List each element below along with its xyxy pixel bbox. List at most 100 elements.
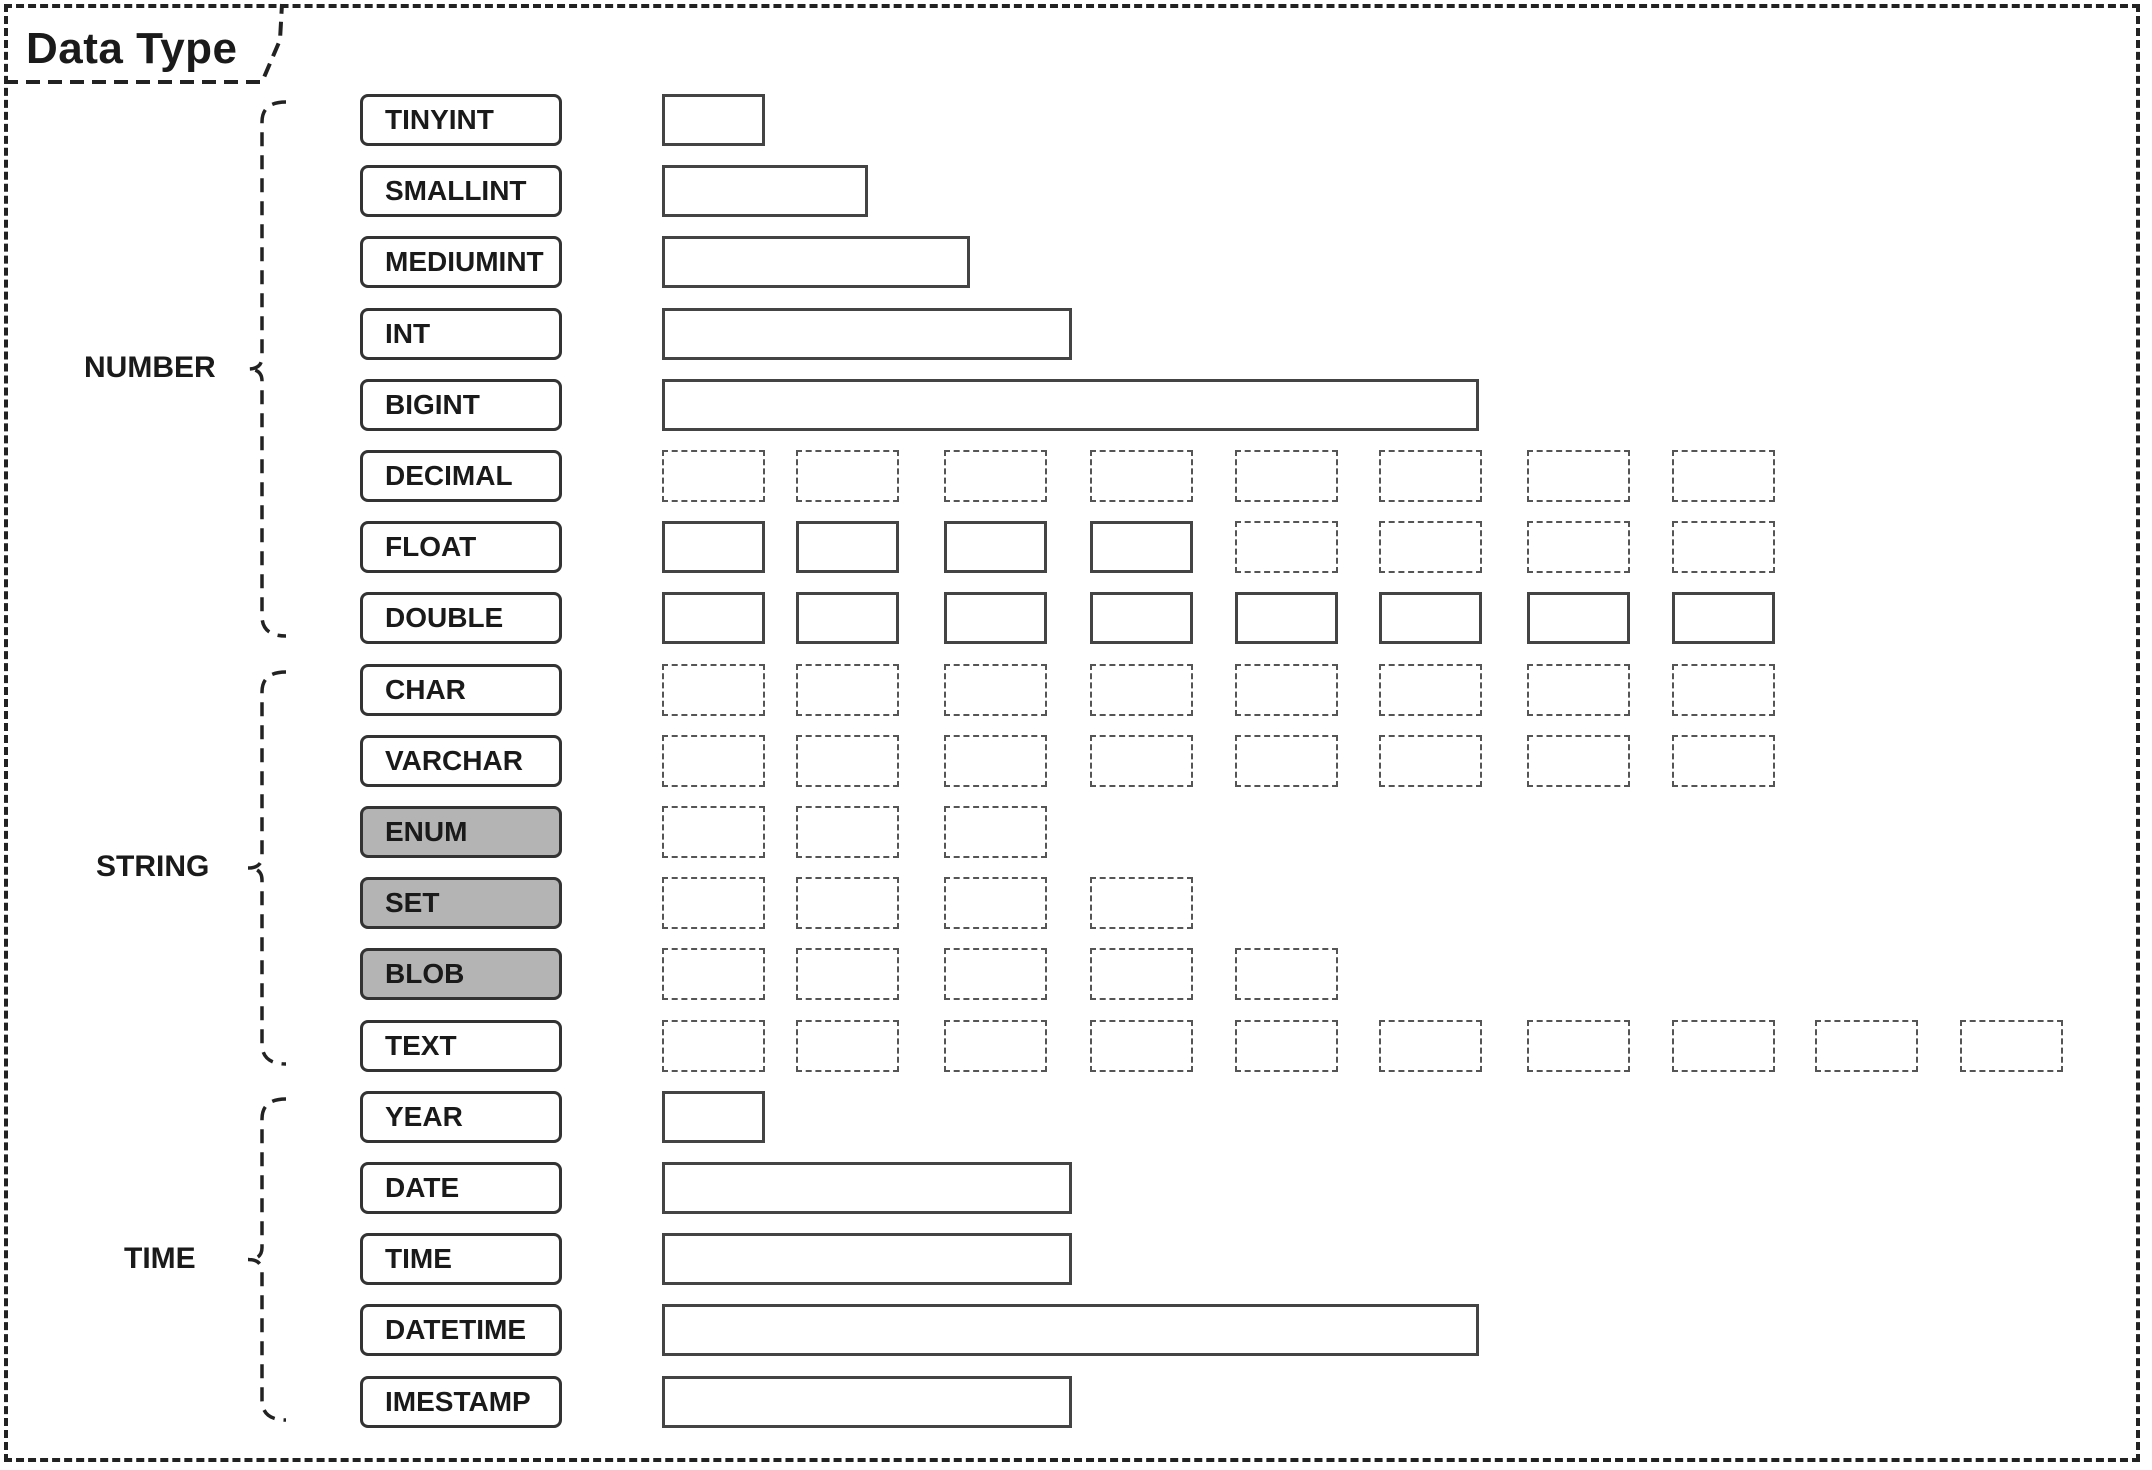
type-label-smallint: SMALLINT xyxy=(360,165,562,217)
size-bar-int xyxy=(662,308,1072,360)
dashed-cell-text xyxy=(1527,1020,1630,1072)
dashed-cell-text xyxy=(1960,1020,2063,1072)
group-label-time: TIME xyxy=(124,1241,196,1275)
diagram-title: Data Type xyxy=(26,24,238,73)
type-label-datetime: DATETIME xyxy=(360,1304,562,1356)
dashed-cell-text xyxy=(1090,1020,1193,1072)
type-label-date: DATE xyxy=(360,1162,562,1214)
brace-string xyxy=(247,670,287,1066)
solid-cell-double xyxy=(1379,592,1482,644)
dashed-cell-blob xyxy=(944,948,1047,1000)
dashed-cell-set xyxy=(1090,877,1193,929)
dashed-cell-decimal xyxy=(1672,450,1775,502)
dashed-cell-varchar xyxy=(1379,735,1482,787)
size-bar-datetime xyxy=(662,1304,1479,1356)
type-label-imestamp: IMESTAMP xyxy=(360,1376,562,1428)
dashed-cell-varchar xyxy=(662,735,765,787)
dashed-cell-float xyxy=(1672,521,1775,573)
solid-cell-double xyxy=(1235,592,1338,644)
dashed-cell-varchar xyxy=(1090,735,1193,787)
type-label-blob: BLOB xyxy=(360,948,562,1000)
dashed-cell-decimal xyxy=(796,450,899,502)
type-label-year: YEAR xyxy=(360,1091,562,1143)
dashed-cell-char xyxy=(1527,664,1630,716)
type-label-varchar: VARCHAR xyxy=(360,735,562,787)
title-tab xyxy=(4,3,284,84)
dashed-cell-varchar xyxy=(1527,735,1630,787)
dashed-cell-char xyxy=(944,664,1047,716)
dashed-cell-char xyxy=(1090,664,1193,716)
dashed-cell-char xyxy=(662,664,765,716)
size-bar-year xyxy=(662,1091,765,1143)
type-label-bigint: BIGINT xyxy=(360,379,562,431)
type-label-float: FLOAT xyxy=(360,521,562,573)
type-label-time: TIME xyxy=(360,1233,562,1285)
dashed-cell-enum xyxy=(944,806,1047,858)
type-label-decimal: DECIMAL xyxy=(360,450,562,502)
dashed-cell-char xyxy=(1379,664,1482,716)
dashed-cell-set xyxy=(944,877,1047,929)
size-bar-imestamp xyxy=(662,1376,1072,1428)
dashed-cell-text xyxy=(1235,1020,1338,1072)
type-label-enum: ENUM xyxy=(360,806,562,858)
dashed-cell-decimal xyxy=(1090,450,1193,502)
dashed-cell-varchar xyxy=(1235,735,1338,787)
dashed-cell-text xyxy=(662,1020,765,1072)
solid-cell-float xyxy=(662,521,765,573)
dashed-cell-char xyxy=(1235,664,1338,716)
dashed-cell-set xyxy=(796,877,899,929)
solid-cell-double xyxy=(1090,592,1193,644)
dashed-cell-text xyxy=(1672,1020,1775,1072)
solid-cell-float xyxy=(796,521,899,573)
size-bar-tinyint xyxy=(662,94,765,146)
dashed-cell-char xyxy=(796,664,899,716)
type-label-tinyint: TINYINT xyxy=(360,94,562,146)
dashed-cell-varchar xyxy=(944,735,1047,787)
type-label-mediumint: MEDIUMINT xyxy=(360,236,562,288)
dashed-cell-blob xyxy=(1090,948,1193,1000)
dashed-cell-text xyxy=(1815,1020,1918,1072)
type-label-text: TEXT xyxy=(360,1020,562,1072)
brace-time xyxy=(247,1097,287,1422)
dashed-cell-float xyxy=(1379,521,1482,573)
dashed-cell-decimal xyxy=(944,450,1047,502)
dashed-cell-decimal xyxy=(1379,450,1482,502)
dashed-cell-enum xyxy=(662,806,765,858)
dashed-cell-text xyxy=(796,1020,899,1072)
dashed-cell-enum xyxy=(796,806,899,858)
solid-cell-double xyxy=(662,592,765,644)
solid-cell-float xyxy=(944,521,1047,573)
size-bar-mediumint xyxy=(662,236,970,288)
type-label-set: SET xyxy=(360,877,562,929)
type-label-int: INT xyxy=(360,308,562,360)
solid-cell-double xyxy=(1672,592,1775,644)
dashed-cell-text xyxy=(1379,1020,1482,1072)
solid-cell-double xyxy=(1527,592,1630,644)
brace-number xyxy=(247,100,287,638)
type-label-char: CHAR xyxy=(360,664,562,716)
dashed-cell-varchar xyxy=(796,735,899,787)
dashed-cell-decimal xyxy=(662,450,765,502)
solid-cell-float xyxy=(1090,521,1193,573)
size-bar-time xyxy=(662,1233,1072,1285)
dashed-cell-float xyxy=(1527,521,1630,573)
dashed-cell-decimal xyxy=(1527,450,1630,502)
dashed-cell-decimal xyxy=(1235,450,1338,502)
size-bar-date xyxy=(662,1162,1072,1214)
type-label-double: DOUBLE xyxy=(360,592,562,644)
dashed-cell-set xyxy=(662,877,765,929)
group-label-string: STRING xyxy=(96,850,210,883)
dashed-cell-text xyxy=(944,1020,1047,1072)
dashed-cell-blob xyxy=(1235,948,1338,1000)
group-label-number: NUMBER xyxy=(84,351,216,384)
size-bar-smallint xyxy=(662,165,868,217)
dashed-cell-char xyxy=(1672,664,1775,716)
diagram-frame xyxy=(4,4,2140,1462)
dashed-cell-blob xyxy=(796,948,899,1000)
dashed-cell-float xyxy=(1235,521,1338,573)
solid-cell-double xyxy=(944,592,1047,644)
solid-cell-double xyxy=(796,592,899,644)
size-bar-bigint xyxy=(662,379,1479,431)
dashed-cell-blob xyxy=(662,948,765,1000)
